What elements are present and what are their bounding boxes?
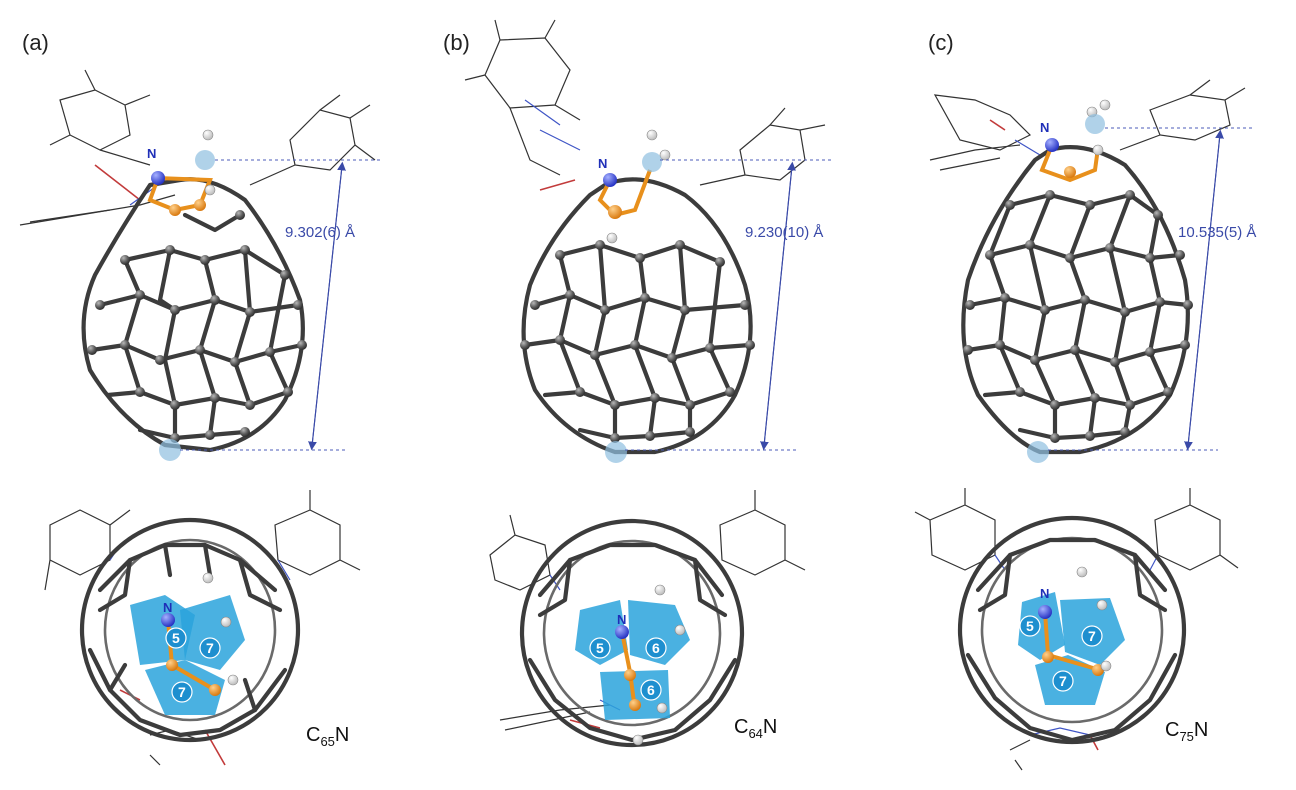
ring-size: 7 [1088,628,1096,644]
ring-badge [199,637,221,659]
panel-label: (a) [22,30,49,55]
top-marker [195,150,215,170]
molecular-formula: C75N [1165,719,1208,744]
fullerene-cage-top [44,490,361,766]
top-marker [1085,114,1105,134]
fullerene-cage-side [81,129,307,461]
molecular-formula: C65N [306,724,349,749]
panel-label: (c) [928,30,954,55]
distance-value: 10.535(5) Å [1178,224,1256,241]
ring-badge [640,679,662,701]
top-marker [642,152,662,172]
ring-badge [645,637,667,659]
distance-annotation: 9.302(6) Å [180,159,382,451]
bottom-marker [605,441,627,463]
substituent-wireframe [464,19,826,191]
fullerene-cage-top [914,488,1239,771]
substituent-wireframe [19,69,376,226]
panel-label: (b) [443,30,470,55]
substituent-wireframe [929,79,1246,171]
panel-b: (b) [443,19,832,748]
nitrogen-label: N [147,146,156,161]
ring-size: 5 [596,640,604,656]
ring-badge [1052,670,1074,692]
panel-a: (a) [19,30,382,766]
bottom-marker [159,439,181,461]
molecular-formula: C64N [734,716,777,741]
ring-size: 7 [1059,673,1067,689]
nitrogen-label: N [163,600,172,615]
ring-size: 5 [1026,618,1034,634]
ring-badge [589,637,611,659]
ring-badge [1081,625,1103,647]
fullerene-cage-side [961,99,1193,463]
nitrogen-label: N [598,156,607,171]
distance-value: 9.230(10) Å [745,224,823,241]
ring-size: 7 [178,684,186,700]
ring-size: 7 [206,640,214,656]
ring-badge [165,627,187,649]
panel-c: (c) [914,30,1256,771]
fullerene-cage-side [520,129,755,463]
distance-annotation: 10.535(5) Å [1048,127,1256,451]
ring-size: 6 [647,682,655,698]
ring-badge [1019,615,1041,637]
fullerene-cage-top [489,490,806,748]
ring-size: 5 [172,630,180,646]
nitrogen-label: N [617,612,626,627]
ring-badge [171,681,193,703]
nitrogen-label: N [1040,586,1049,601]
bottom-marker [1027,441,1049,463]
distance-value: 9.302(6) Å [285,224,355,241]
ring-size: 6 [652,640,660,656]
distance-annotation: 9.230(10) Å [625,159,832,451]
nitrogen-label: N [1040,120,1049,135]
